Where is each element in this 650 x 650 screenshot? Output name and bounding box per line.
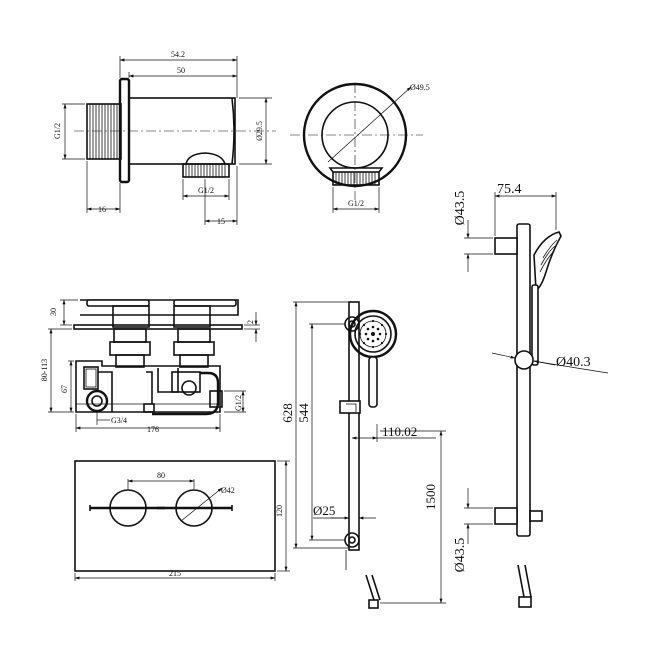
valve-depth-range: 80-113 bbox=[40, 359, 49, 381]
valve-outlet-thread: G1/2 bbox=[234, 395, 243, 411]
valve-handle-right bbox=[173, 299, 237, 328]
rail-shower-head bbox=[348, 309, 398, 408]
rail-dia: Ø25 bbox=[313, 503, 335, 518]
valve-width: 176 bbox=[147, 425, 159, 434]
rail-bracket-top-dia: Ø43.5 bbox=[453, 191, 468, 226]
plate-spacing: 80 bbox=[157, 471, 165, 480]
rail-slider bbox=[339, 400, 361, 414]
rail-bracket-depth: 110.02 bbox=[382, 424, 417, 439]
valve-body-height: 67 bbox=[60, 385, 69, 393]
elbow-outlet bbox=[182, 152, 230, 178]
elbow-front-view: Ø49.5 G1/2 bbox=[290, 82, 430, 213]
elbow-thread-stub bbox=[86, 103, 122, 160]
rail-side-tube bbox=[516, 223, 531, 537]
plate-handle-left bbox=[89, 489, 165, 527]
rail-front-view: 628 544 110.02 1500 Ø25 bbox=[280, 301, 446, 609]
elbow-dimensions: 54.2 50 G1/2 16 G1/2 15 Ø29.5 bbox=[53, 50, 272, 226]
elbow-front-flange bbox=[302, 82, 408, 188]
plate-handle-dia: Ø42 bbox=[221, 486, 235, 495]
elbow-front-thread-label: G1/2 bbox=[348, 199, 364, 208]
elbow-outlet-offset: 15 bbox=[217, 217, 225, 226]
valve-side-view: 30 2 80-113 67 G3/4 176 G1/2 bbox=[40, 299, 260, 434]
elbow-body-length: 50 bbox=[177, 66, 185, 75]
valve-plate bbox=[73, 324, 243, 330]
rail-side-head bbox=[531, 231, 562, 366]
rail-slider-dia: Ø40.3 bbox=[556, 355, 591, 370]
elbow-overall-length: 54.2 bbox=[171, 50, 185, 59]
valve-dimensions: 30 2 80-113 67 G3/4 176 G1/2 bbox=[40, 299, 260, 434]
elbow-front-thread bbox=[328, 167, 384, 186]
rail-side-dimensions: 75.4 Ø43.5 Ø40.3 Ø43.5 bbox=[453, 182, 609, 573]
rail-length: 544 bbox=[296, 403, 311, 423]
elbow-side-view: 54.2 50 G1/2 16 G1/2 15 Ø29.5 bbox=[53, 50, 276, 226]
plate-front-view: 80 Ø42 120 215 bbox=[74, 460, 290, 581]
rail-total-height: 628 bbox=[280, 403, 295, 423]
valve-body bbox=[75, 360, 221, 416]
valve-inlet bbox=[85, 389, 109, 413]
rail-head-projection: 75.4 bbox=[497, 182, 522, 197]
rail-side-view: 75.4 Ø43.5 Ø40.3 Ø43.5 bbox=[453, 182, 609, 608]
valve-handle-left bbox=[86, 299, 150, 328]
valve-inlet-thread: G3/4 bbox=[111, 416, 127, 425]
plate-handle-right bbox=[157, 489, 233, 527]
rail-side-slider bbox=[514, 350, 534, 370]
elbow-front-dia: Ø49.5 bbox=[410, 83, 430, 92]
rail-hose-length: 1500 bbox=[423, 484, 438, 510]
valve-plate-thk: 2 bbox=[246, 320, 255, 324]
elbow-bottom-thread: G1/2 bbox=[198, 186, 214, 195]
elbow-flange-depth: 16 bbox=[98, 205, 106, 214]
rail-dimensions: 628 544 110.02 1500 Ø25 bbox=[280, 301, 446, 604]
elbow-body-dia: Ø29.5 bbox=[255, 121, 264, 141]
elbow-left-thread: G1/2 bbox=[53, 123, 62, 139]
plate-height: 120 bbox=[275, 505, 284, 517]
rail-bracket-bottom-dia: Ø43.5 bbox=[453, 538, 468, 573]
valve-top-height: 30 bbox=[49, 308, 58, 316]
cover-plate bbox=[74, 460, 276, 572]
rail-tube bbox=[348, 301, 360, 551]
plate-width: 215 bbox=[169, 569, 181, 578]
